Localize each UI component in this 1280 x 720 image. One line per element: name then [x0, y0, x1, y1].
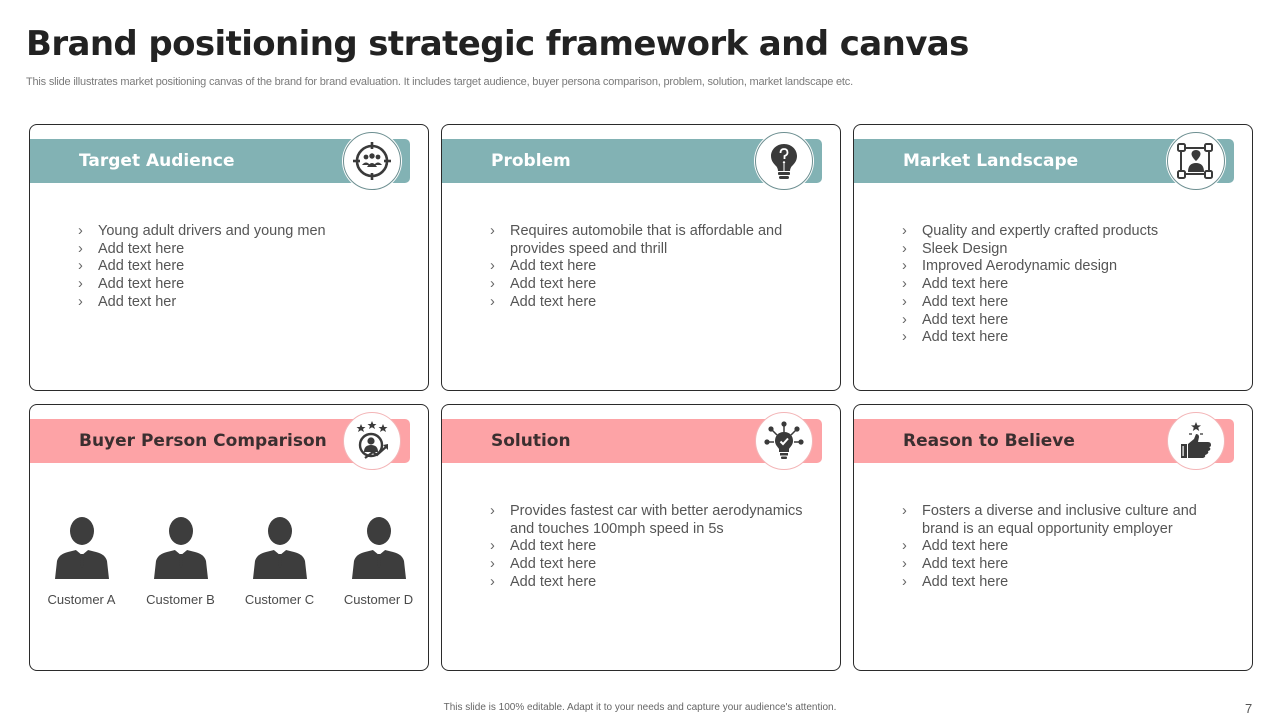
customer-persona: Customer C	[235, 517, 325, 607]
bullet-list: Quality and expertly crafted products Sl…	[902, 223, 1222, 347]
page-number: 7	[1245, 701, 1253, 716]
footer-note: This slide is 100% editable. Adapt it to…	[443, 702, 837, 713]
card-title: Buyer Person Comparison	[79, 431, 327, 451]
businessman-icon	[54, 517, 109, 579]
list-item: Add text here	[902, 312, 1222, 330]
target-audience-icon	[343, 132, 401, 190]
thumbs-up-star-icon	[1167, 412, 1225, 470]
businessman-icon	[351, 517, 406, 579]
customer-name: Customer B	[146, 592, 215, 607]
persona-rating-icon	[343, 412, 401, 470]
bullet-list: Fosters a diverse and inclusive culture …	[902, 503, 1222, 592]
list-item: Add text here	[490, 538, 810, 556]
lightbulb-question-icon	[755, 132, 813, 190]
market-network-icon	[1167, 132, 1225, 190]
list-item: Add text here	[902, 329, 1222, 347]
card-target-audience: Target Audience Young adult drivers and …	[29, 124, 429, 391]
list-item: Young adult drivers and young men	[78, 223, 398, 241]
businessman-icon	[153, 517, 208, 579]
bullet-list: Requires automobile that is affordable a…	[490, 223, 810, 312]
card-title: Target Audience	[79, 151, 235, 171]
lightbulb-check-icon	[755, 412, 813, 470]
list-item: Add text here	[78, 241, 398, 259]
list-item: Add text here	[490, 294, 810, 312]
bullet-list: Provides fastest car with better aerodyn…	[490, 503, 810, 592]
card-solution: Solution Provides fastest car with bette…	[441, 404, 841, 671]
list-item: Improved Aerodynamic design	[902, 258, 1222, 276]
list-item: Add text here	[902, 276, 1222, 294]
card-reason-to-believe: Reason to Believe Fosters a diverse and …	[853, 404, 1253, 671]
list-item: Add text here	[902, 294, 1222, 312]
list-item: Add text here	[490, 276, 810, 294]
list-item: Add text her	[78, 294, 398, 312]
list-item: Add text here	[490, 258, 810, 276]
customer-persona: Customer A	[37, 517, 127, 607]
list-item: Add text here	[490, 556, 810, 574]
businessman-icon	[252, 517, 307, 579]
card-title: Problem	[491, 151, 571, 171]
customer-name: Customer A	[47, 592, 116, 607]
list-item: Add text here	[902, 538, 1222, 556]
list-item: Sleek Design	[902, 241, 1222, 259]
card-market-landscape: Market Landscape Quality and expertly cr…	[853, 124, 1253, 391]
card-title: Solution	[491, 431, 571, 451]
card-problem: Problem Requires automobile that is affo…	[441, 124, 841, 391]
customer-name: Customer D	[343, 592, 414, 607]
list-item: Add text here	[902, 556, 1222, 574]
list-item: Add text here	[490, 574, 810, 592]
customer-persona: Customer B	[136, 517, 226, 607]
slide-subtitle: This slide illustrates market positionin…	[26, 76, 853, 88]
list-item: Requires automobile that is affordable a…	[490, 223, 810, 258]
list-item: Add text here	[78, 276, 398, 294]
card-buyer-person-comparison: Buyer Person Comparison Customer A	[29, 404, 429, 671]
slide-title: Brand positioning strategic framework an…	[26, 24, 969, 64]
customer-name: Customer C	[244, 592, 315, 607]
list-item: Fosters a diverse and inclusive culture …	[902, 503, 1222, 538]
list-item: Provides fastest car with better aerodyn…	[490, 503, 810, 538]
card-title: Market Landscape	[903, 151, 1079, 171]
card-title: Reason to Believe	[903, 431, 1075, 451]
list-item: Add text here	[902, 574, 1222, 592]
list-item: Quality and expertly crafted products	[902, 223, 1222, 241]
bullet-list: Young adult drivers and young men Add te…	[78, 223, 398, 312]
customer-persona-row: Customer A Customer B Customer C	[30, 517, 430, 607]
list-item: Add text here	[78, 258, 398, 276]
customer-persona: Customer D	[334, 517, 424, 607]
